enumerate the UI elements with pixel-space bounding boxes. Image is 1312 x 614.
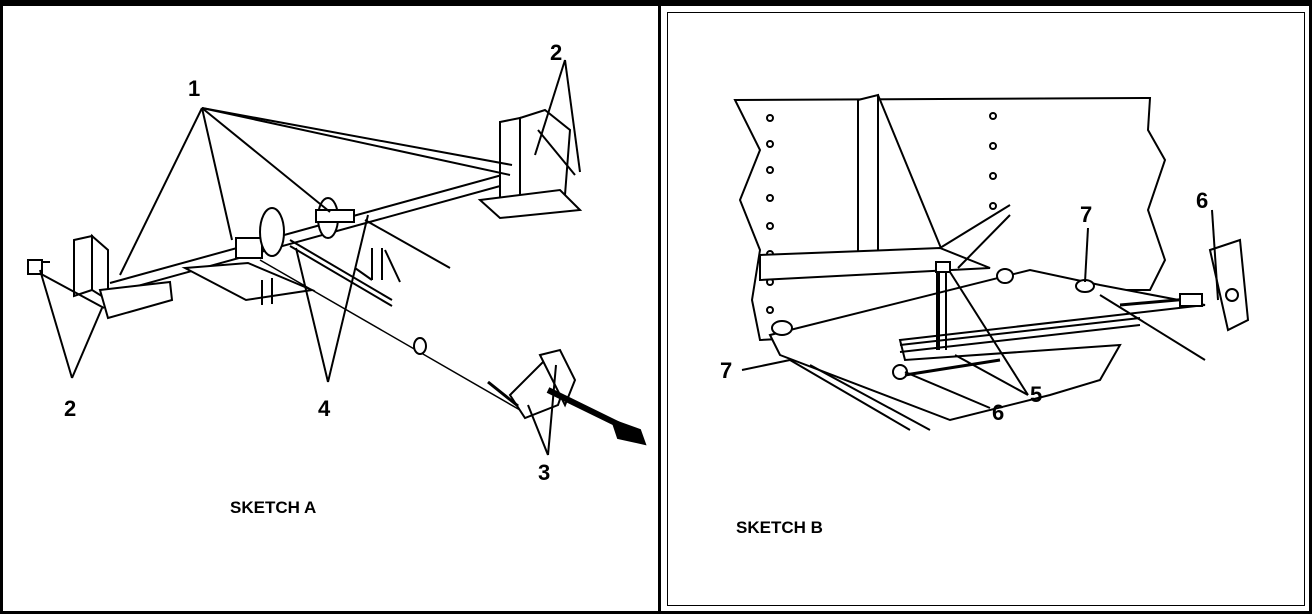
sketch-a-drawing [27, 59, 647, 456]
callout-2-top: 2 [550, 40, 563, 65]
callout-7-left: 7 [720, 358, 733, 383]
sketch-b-inner-border [667, 12, 1305, 606]
leader-lines-a [39, 59, 581, 456]
right-bracket [477, 108, 583, 220]
sprockets [259, 197, 355, 257]
leader-lines-b [741, 209, 1219, 409]
callout-2-bottom: 2 [64, 396, 77, 421]
callout-4: 4 [318, 396, 331, 421]
callout-5: 5 [1030, 382, 1043, 407]
left-bracket [27, 233, 174, 320]
main-shaft [109, 169, 523, 294]
linkage-rods [892, 238, 1250, 380]
sketch-a-caption: SKETCH A [230, 498, 317, 517]
sketch-b-drawing [733, 93, 1250, 431]
vertical-bracket [759, 93, 1011, 282]
callout-7-top: 7 [1080, 202, 1093, 227]
callout-6-right: 6 [1196, 188, 1209, 213]
top-rule [0, 0, 1312, 6]
callout-3: 3 [538, 460, 551, 485]
panel-divider [658, 0, 661, 614]
hand-lever [487, 348, 647, 446]
drive-rods [259, 219, 521, 411]
sketch-b-caption: SKETCH B [736, 518, 823, 537]
vertical-rod [935, 261, 951, 350]
callout-1: 1 [188, 76, 201, 101]
callout-6-bottom: 6 [992, 400, 1005, 425]
